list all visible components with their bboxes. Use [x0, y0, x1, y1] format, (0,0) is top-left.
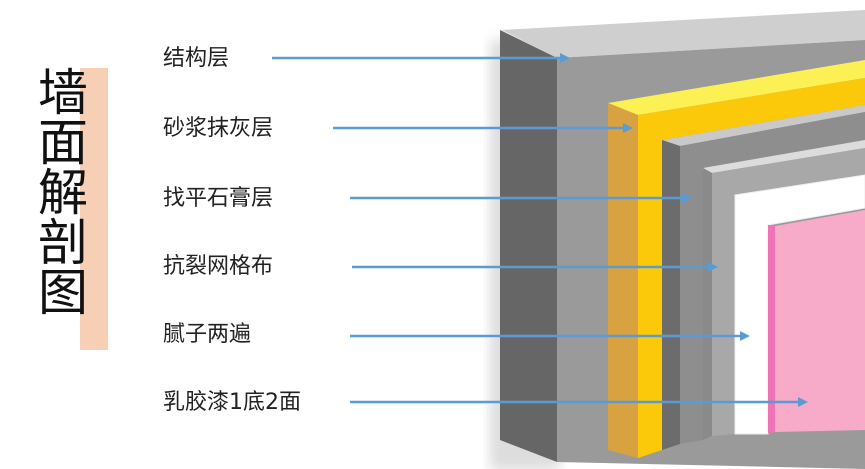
label-putty: 腻子两遍 — [163, 322, 252, 347]
arrow-head-icon — [798, 397, 808, 407]
diagram-title: 墙面解剖图 — [30, 66, 88, 316]
mesh-front — [712, 148, 865, 436]
paint-front — [775, 210, 865, 432]
arrow-head-icon — [682, 193, 692, 203]
gypsum-front — [680, 112, 865, 444]
mortar-front — [638, 78, 865, 458]
arrow-head-icon — [623, 123, 633, 133]
label-structure: 结构层 — [163, 46, 230, 71]
mesh-side — [703, 168, 712, 440]
title-highlight — [80, 68, 108, 350]
arrow-head-icon — [740, 331, 750, 341]
label-gypsum: 找平石膏层 — [163, 186, 274, 211]
label-mesh: 抗裂网格布 — [163, 254, 274, 279]
arrow-head-icon — [560, 53, 570, 63]
arrow-head-icon — [708, 262, 718, 272]
gypsum-top — [662, 105, 865, 146]
label-mortar: 砂浆抹灰层 — [163, 116, 274, 141]
structure-side — [500, 30, 557, 462]
mesh-top — [703, 140, 865, 173]
structure-top — [502, 10, 865, 58]
mortar-top — [608, 60, 865, 115]
gypsum-side — [662, 140, 680, 450]
paint-side — [768, 225, 775, 433]
mortar-side — [608, 103, 638, 458]
label-paint: 乳胶漆1底2面 — [163, 390, 301, 415]
